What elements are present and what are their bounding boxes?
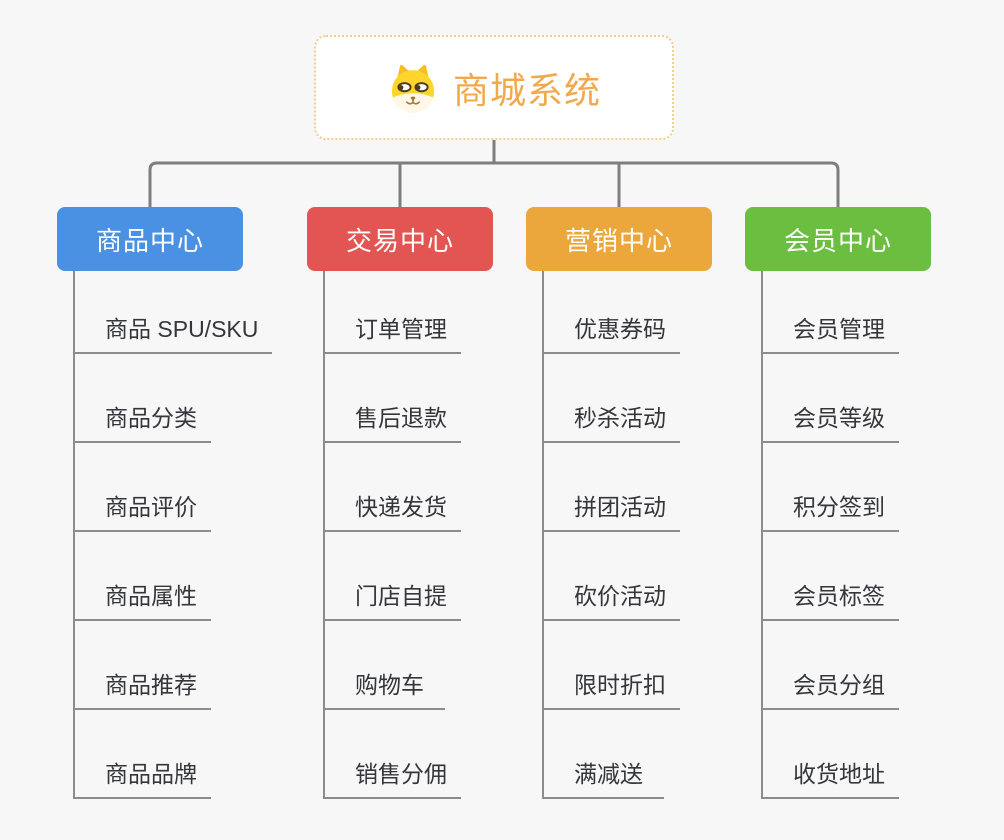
branch-label: 商品中心 [95, 225, 204, 256]
branch-label: 会员中心 [783, 225, 892, 256]
leaf-item[interactable]: 门店自提 [325, 532, 461, 621]
branch-header-2[interactable]: 交易中心 [307, 207, 493, 271]
branch-1-leaf-list: 商品 SPU/SKU 商品分类商品评价商品属性商品推荐商品品牌 [73, 271, 273, 799]
leaf-item[interactable]: 限时折扣 [544, 621, 680, 710]
leaf-label: 拼团活动 [574, 494, 666, 520]
leaf-item[interactable]: 销售分佣 [325, 710, 461, 799]
leaf-label: 门店自提 [355, 583, 447, 609]
leaf-label: 满减送 [574, 761, 643, 787]
leaf-label: 快递发货 [355, 494, 447, 520]
leaf-label: 订单管理 [355, 316, 447, 342]
leaf-label: 会员管理 [793, 316, 885, 342]
leaf-item[interactable]: 订单管理 [325, 271, 461, 354]
leaf-item[interactable]: 商品评价 [75, 443, 211, 532]
leaf-label: 销售分佣 [355, 761, 447, 787]
leaf-item[interactable]: 快递发货 [325, 443, 461, 532]
leaf-item[interactable]: 会员管理 [763, 271, 899, 354]
leaf-item[interactable]: 商品属性 [75, 532, 211, 621]
root-node[interactable]: 商城系统 [314, 35, 674, 140]
root-title: 商城系统 [452, 69, 601, 111]
branch-label: 营销中心 [564, 225, 673, 256]
branch-2-leaf-list: 订单管理售后退款快递发货门店自提购物车销售分佣 [323, 271, 461, 799]
leaf-item[interactable]: 满减送 [544, 710, 664, 799]
leaf-label: 优惠券码 [574, 316, 666, 342]
leaf-label: 购物车 [355, 672, 424, 698]
leaf-item[interactable]: 收货地址 [763, 710, 899, 799]
leaf-item[interactable]: 会员等级 [763, 354, 899, 443]
leaf-label: 会员标签 [793, 583, 885, 609]
leaf-item[interactable]: 优惠券码 [544, 271, 680, 354]
leaf-label: 砍价活动 [574, 583, 666, 609]
shiba-dog-icon [387, 62, 439, 114]
leaf-item[interactable]: 商品推荐 [75, 621, 211, 710]
leaf-label: 积分签到 [793, 494, 885, 520]
leaf-label: 售后退款 [355, 405, 447, 431]
branch-4-leaf-list: 会员管理会员等级积分签到会员标签会员分组收货地址 [761, 271, 899, 799]
leaf-item[interactable]: 购物车 [325, 621, 445, 710]
leaf-item[interactable]: 积分签到 [763, 443, 899, 532]
leaf-item[interactable]: 会员分组 [763, 621, 899, 710]
leaf-label: 秒杀活动 [574, 405, 666, 431]
branch-header-1[interactable]: 商品中心 [57, 207, 243, 271]
leaf-item[interactable]: 砍价活动 [544, 532, 680, 621]
leaf-item[interactable]: 商品品牌 [75, 710, 211, 799]
leaf-item[interactable]: 拼团活动 [544, 443, 680, 532]
branch-header-3[interactable]: 营销中心 [526, 207, 712, 271]
leaf-label: 商品评价 [105, 494, 197, 520]
leaf-label: 商品 SPU/SKU [105, 316, 259, 342]
leaf-item[interactable]: 秒杀活动 [544, 354, 680, 443]
leaf-label: 收货地址 [793, 761, 885, 787]
leaf-label: 商品推荐 [105, 672, 197, 698]
leaf-label: 会员等级 [793, 405, 885, 431]
branch-3-leaf-list: 优惠券码秒杀活动拼团活动砍价活动限时折扣满减送 [542, 271, 680, 799]
leaf-label: 商品品牌 [105, 761, 197, 787]
leaf-label: 商品属性 [105, 583, 197, 609]
branch-header-4[interactable]: 会员中心 [745, 207, 931, 271]
leaf-item[interactable]: 售后退款 [325, 354, 461, 443]
leaf-label: 限时折扣 [574, 672, 666, 698]
leaf-label: 会员分组 [793, 672, 885, 698]
leaf-item[interactable]: 会员标签 [763, 532, 899, 621]
leaf-item[interactable]: 商品分类 [75, 354, 211, 443]
leaf-item[interactable]: 商品 SPU/SKU [75, 271, 273, 354]
branch-label: 交易中心 [345, 225, 454, 256]
leaf-label: 商品分类 [105, 405, 197, 431]
